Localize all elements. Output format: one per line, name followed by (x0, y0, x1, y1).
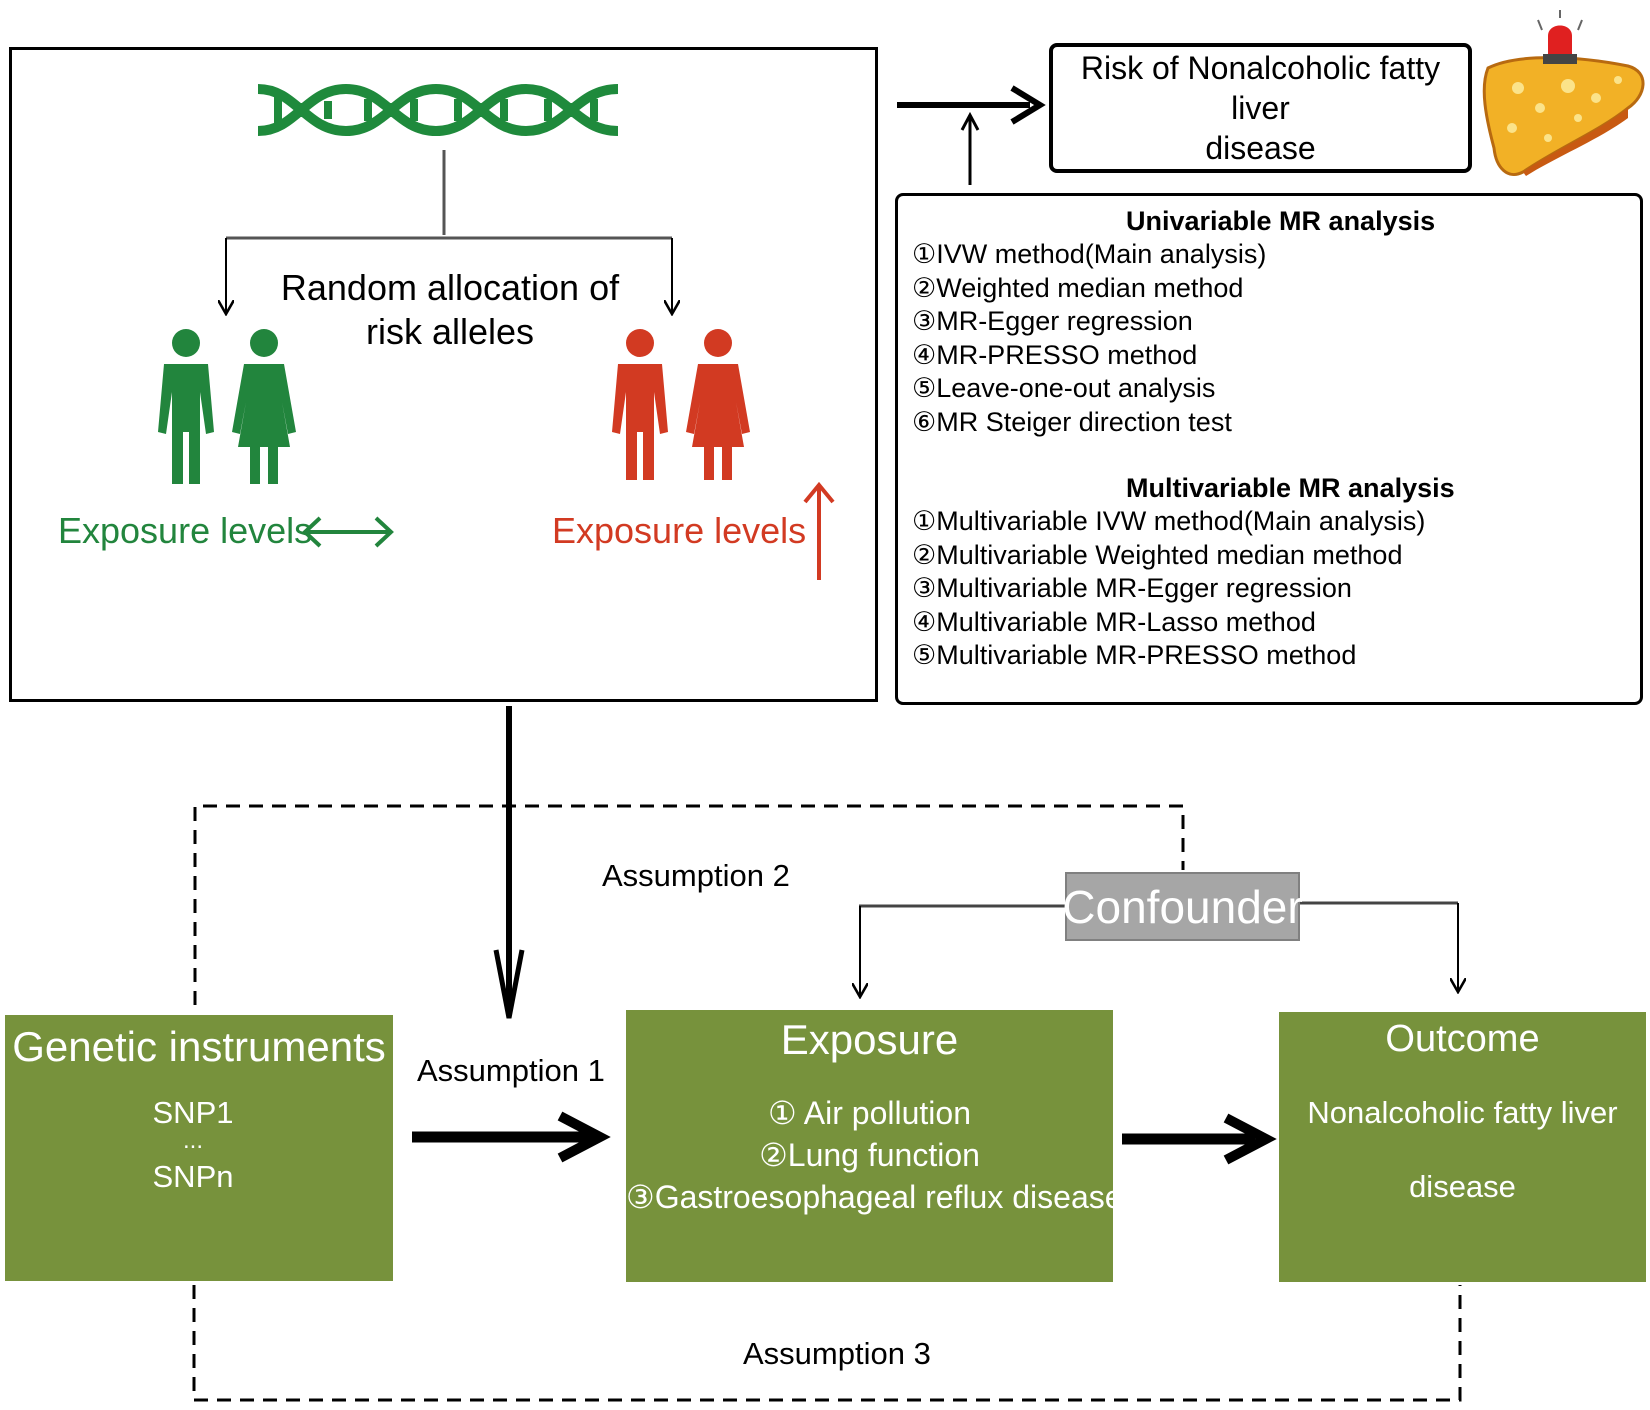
assumption1-arrow-head (557, 1111, 611, 1163)
assumption2-dashed-path (193, 804, 1185, 1005)
exposure-title: Exposure (780, 1016, 959, 1063)
bidirectional-arrow-icon (302, 516, 394, 548)
exposure-levels-red: Exposure levels (552, 510, 807, 551)
multivariable-item: ⑤Multivariable MR-PRESSO method (912, 640, 1357, 670)
assumption-2-label: Assumption 2 (602, 858, 790, 893)
univariable-item: ⑤Leave-one-out analysis (912, 373, 1216, 403)
snp-ellipsis: ... (182, 1127, 203, 1154)
mechanism-panel (9, 47, 878, 702)
fatty-liver-alarm-icon (1482, 10, 1645, 176)
univariable-item: ③MR-Egger regression (912, 306, 1193, 336)
assumption-3-label: Assumption 3 (743, 1336, 931, 1371)
univariable-item: ④MR-PRESSO method (912, 339, 1198, 370)
multivariable-item: ④Multivariable MR-Lasso method (912, 606, 1316, 637)
exposure-levels-green: Exposure levels (58, 510, 313, 551)
outcome-line-1: Nonalcoholic fatty liver (1307, 1095, 1618, 1130)
confounder-box: Confounder (1062, 872, 1303, 941)
multivariable-item: ③Multivariable MR-Egger regression (912, 573, 1352, 603)
outcome-title: Outcome (1385, 1018, 1540, 1060)
exposure-item: ① Air pollution (767, 1095, 971, 1131)
multivariable-list: ①Multivariable IVW method(Main analysis)… (912, 505, 1425, 673)
methods-up-arrow-head (960, 111, 980, 131)
univariable-item: ②Weighted median method (912, 272, 1244, 303)
assumption-1-label: Assumption 1 (417, 1053, 605, 1088)
up-arrow-icon (803, 481, 835, 580)
assumption3-dashed-path (192, 1285, 1462, 1402)
multivariable-heading: Multivariable MR analysis (1126, 473, 1455, 503)
risk-line-2: disease (1205, 130, 1316, 166)
allocation-line-2: risk alleles (365, 311, 535, 352)
univariable-item: ⑥MR Steiger direction test (912, 406, 1232, 437)
multivariable-item: ②Multivariable Weighted median method (912, 539, 1403, 570)
exposure-item: ③Gastroesophageal reflux disease (626, 1179, 1123, 1215)
exposure-item: ②Lung function (759, 1137, 980, 1173)
risk-box: Risk of Nonalcoholic fatty liver disease (1049, 43, 1472, 173)
snp-first: SNP1 (152, 1095, 234, 1130)
risk-line-1: Risk of Nonalcoholic fatty liver (1080, 50, 1441, 126)
exposure-box: Exposure ① Air pollution ②Lung function … (626, 1010, 1123, 1282)
down-arrow-head (493, 949, 525, 1019)
allocation-line-1: Random allocation of (280, 267, 620, 308)
methods-panel: Univariable MR analysis ①IVW method(Main… (895, 193, 1643, 705)
outcome-box: Outcome Nonalcoholic fatty liver disease (1279, 1012, 1646, 1282)
univariable-item: ①IVW method(Main analysis) (912, 239, 1267, 269)
multivariable-item: ①Multivariable IVW method(Main analysis) (912, 506, 1426, 536)
green-people-icon (158, 329, 296, 484)
dna-icon (257, 83, 619, 137)
outcome-line-2: disease (1409, 1169, 1516, 1204)
univariable-list: ①IVW method(Main analysis) ②Weighted med… (912, 238, 1266, 439)
allocation-label: Random allocation of risk alleles (270, 266, 630, 354)
snp-last: SNPn (152, 1159, 234, 1194)
univariable-heading: Univariable MR analysis (1126, 206, 1436, 236)
risk-arrow-head (1010, 85, 1046, 125)
red-people-icon (612, 329, 750, 480)
genetic-title: Genetic instruments (12, 1023, 386, 1070)
genetic-instruments-box: Genetic instruments SNP1 ... SNPn (5, 1015, 393, 1281)
exposure-outcome-arrow-head (1223, 1113, 1277, 1165)
